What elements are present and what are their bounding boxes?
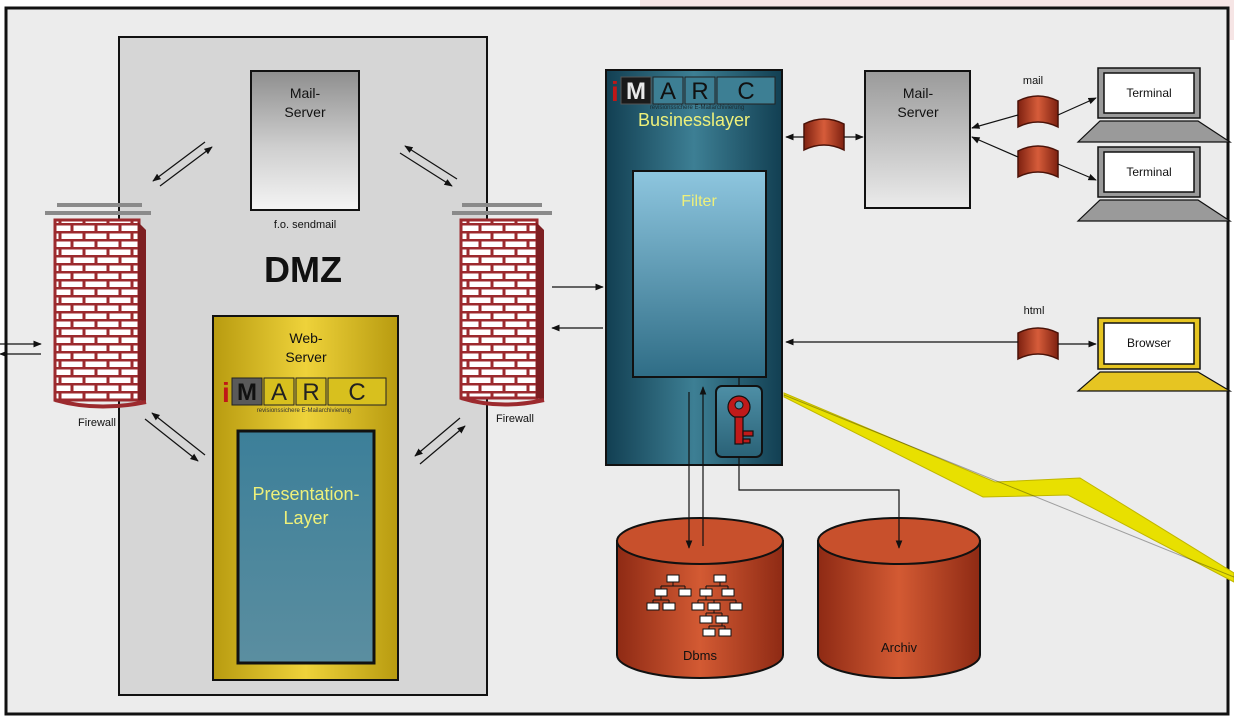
web-logo-letter-i: i [222,377,230,408]
dmz-mail-server-caption: f.o. sendmail [274,219,336,231]
protocol-label-html: html [1024,305,1045,317]
protocol-label-mail: mail [1023,75,1043,87]
business-logo-letter-a: A [660,78,676,105]
business-logo-letter-r: R [691,78,708,105]
firewall-left [45,203,151,409]
lightning-bolt [783,392,1234,583]
message-flag-business [803,118,845,152]
mail-server-right-line2: Server [897,104,939,120]
key-hole [734,400,744,410]
terminal-1-label: Terminal [1126,86,1171,100]
web-logo-letter-r: R [302,379,319,406]
message-flag-mail-1 [1017,95,1059,129]
web-logo-letter-a: A [271,379,287,406]
schema-icon [646,574,743,637]
browser-client: Browser [1076,317,1233,392]
dmz-connection-arrows [0,141,604,465]
web-logo-letter-c: C [348,379,365,406]
browser-label: Browser [1127,336,1171,350]
web-server-line1: Web- [289,330,323,346]
dbms-label: Dbms [683,648,717,663]
mail-server-right-line1: Mail- [903,85,934,101]
terminal-2: Terminal [1076,146,1233,222]
web-server-line2: Server [285,349,327,365]
message-flag-mail-2 [1017,145,1059,179]
archiv-label: Archiv [881,640,918,655]
lightning-edge [783,394,1234,578]
archiv-database: Archiv [817,517,981,679]
business-logo-letter-i: i [611,76,619,107]
firewall-left-label: Firewall [78,417,116,429]
business-logo-letter-m: M [626,78,646,105]
filter-label: Filter [681,193,717,210]
business-layer-title: Businesslayer [638,110,750,130]
presentation-layer-line1: Presentation- [252,484,359,504]
terminal-2-label: Terminal [1126,165,1171,179]
web-logo-tagline: revisionssichere E-Mailarchivierung [257,408,351,414]
mail-server-right: Mail- Server [864,70,971,209]
dmz-mail-server-line2: Server [284,104,326,120]
dmz-mail-server-line1: Mail- [290,85,321,101]
message-flag-html [1017,327,1059,361]
dbms-database: Dbms [616,517,784,679]
business-imarc-logo: i M A R C revisionssichere E-Mailarchivi… [611,76,776,111]
dmz-mail-server: Mail- Server [250,70,360,211]
right-connection-arrows [785,97,1097,348]
presentation-layer-line2: Layer [283,508,328,528]
firewall-right [452,203,552,407]
terminal-1: Terminal [1076,67,1233,143]
business-logo-letter-c: C [737,78,754,105]
presentation-layer: Presentation- Layer [236,429,376,665]
encryption-key [715,385,763,458]
key-icon [727,395,754,445]
web-imarc-logo: i M A R C revisionssichere E-Mailarchivi… [222,377,387,414]
database-arrows [685,378,903,549]
dmz-title: DMZ [264,249,342,290]
business-logo-tagline: revisionssichere E-Mailarchivierung [650,105,744,111]
web-logo-letter-m: M [237,379,257,406]
filter-module: Filter [632,170,767,378]
firewall-right-label: Firewall [496,413,534,425]
